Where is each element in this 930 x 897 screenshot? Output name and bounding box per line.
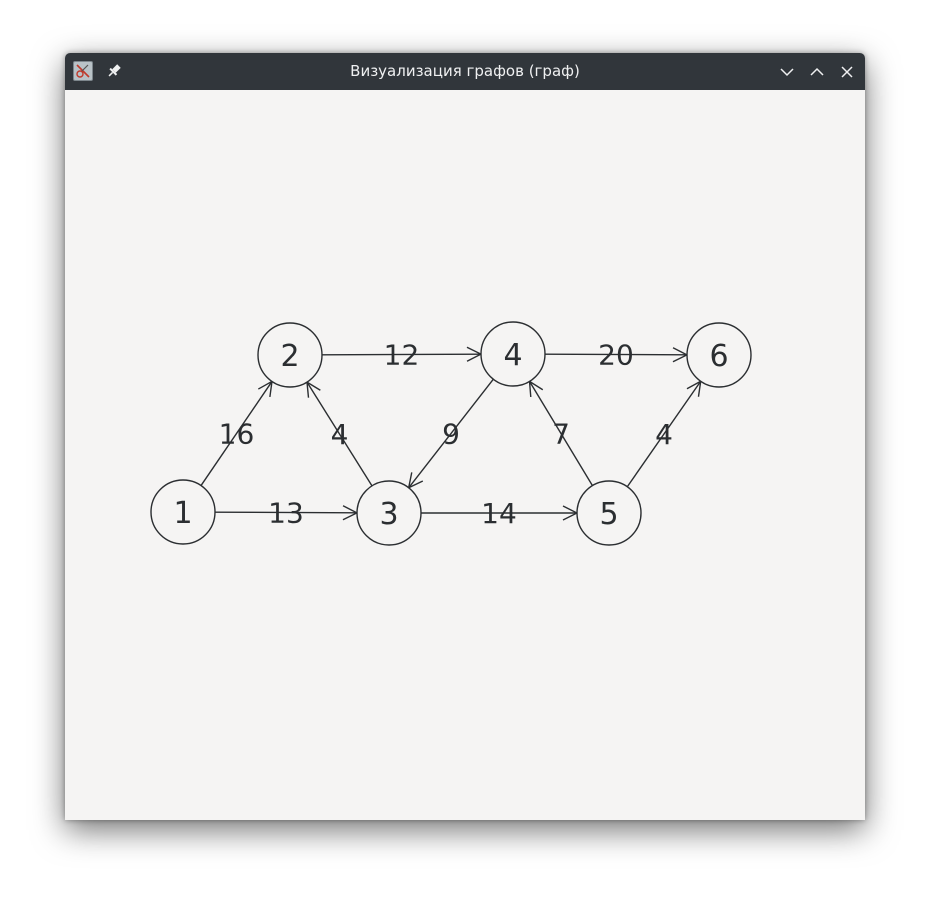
node-circle <box>356 480 422 546</box>
close-icon <box>841 66 853 78</box>
node-circle <box>257 322 323 388</box>
edge-weight-label: 13 <box>268 497 304 530</box>
graph-node-5[interactable]: 5 <box>576 480 642 546</box>
node-circle <box>480 321 546 387</box>
node-circle <box>686 322 752 388</box>
edge-1-2[interactable] <box>200 381 272 486</box>
graph-node-4[interactable]: 4 <box>480 321 546 387</box>
window-title: Визуализация графов (граф) <box>350 62 580 80</box>
edge-weight-label: 14 <box>481 497 517 530</box>
node-label: 3 <box>379 497 398 532</box>
graph-node-2[interactable]: 2 <box>257 322 323 388</box>
maximize-button[interactable] <box>806 61 828 83</box>
edge-weight-label: 9 <box>442 418 460 451</box>
edge-weight-label: 12 <box>384 339 420 372</box>
edge-1-3[interactable] <box>214 512 357 513</box>
close-button[interactable] <box>836 61 858 83</box>
edge-4-6[interactable] <box>544 354 687 355</box>
node-label: 5 <box>599 497 618 532</box>
chevron-down-icon <box>780 68 794 77</box>
edge-5-6[interactable] <box>626 381 700 488</box>
node-label: 4 <box>503 338 522 373</box>
edge-4-3[interactable] <box>409 378 494 488</box>
node-circle <box>576 480 642 546</box>
edge-weight-label: 4 <box>655 418 673 451</box>
edge-weight-label: 20 <box>598 339 634 372</box>
graph-node-1[interactable]: 1 <box>150 479 216 545</box>
edge-5-4[interactable] <box>530 381 594 486</box>
chevron-up-icon <box>810 67 824 76</box>
edge-2-4[interactable] <box>321 354 481 355</box>
edge-weight-label: 16 <box>219 418 255 451</box>
edge-weight-label: 7 <box>552 418 570 451</box>
graph-node-6[interactable]: 6 <box>686 322 752 388</box>
edge-weight-label: 4 <box>331 418 349 451</box>
node-label: 2 <box>280 339 299 374</box>
graph-node-3[interactable]: 3 <box>356 480 422 546</box>
graph-app-icon[interactable] <box>73 61 93 81</box>
node-label: 6 <box>709 339 728 374</box>
edge-3-2[interactable] <box>307 382 373 487</box>
pin-icon[interactable] <box>104 61 124 81</box>
node-label: 1 <box>173 496 192 531</box>
node-circle <box>150 479 216 545</box>
app-window: Визуализация графов (граф) <box>65 53 865 820</box>
minimize-button[interactable] <box>776 61 798 83</box>
title-bar[interactable]: Визуализация графов (граф) <box>65 53 865 90</box>
